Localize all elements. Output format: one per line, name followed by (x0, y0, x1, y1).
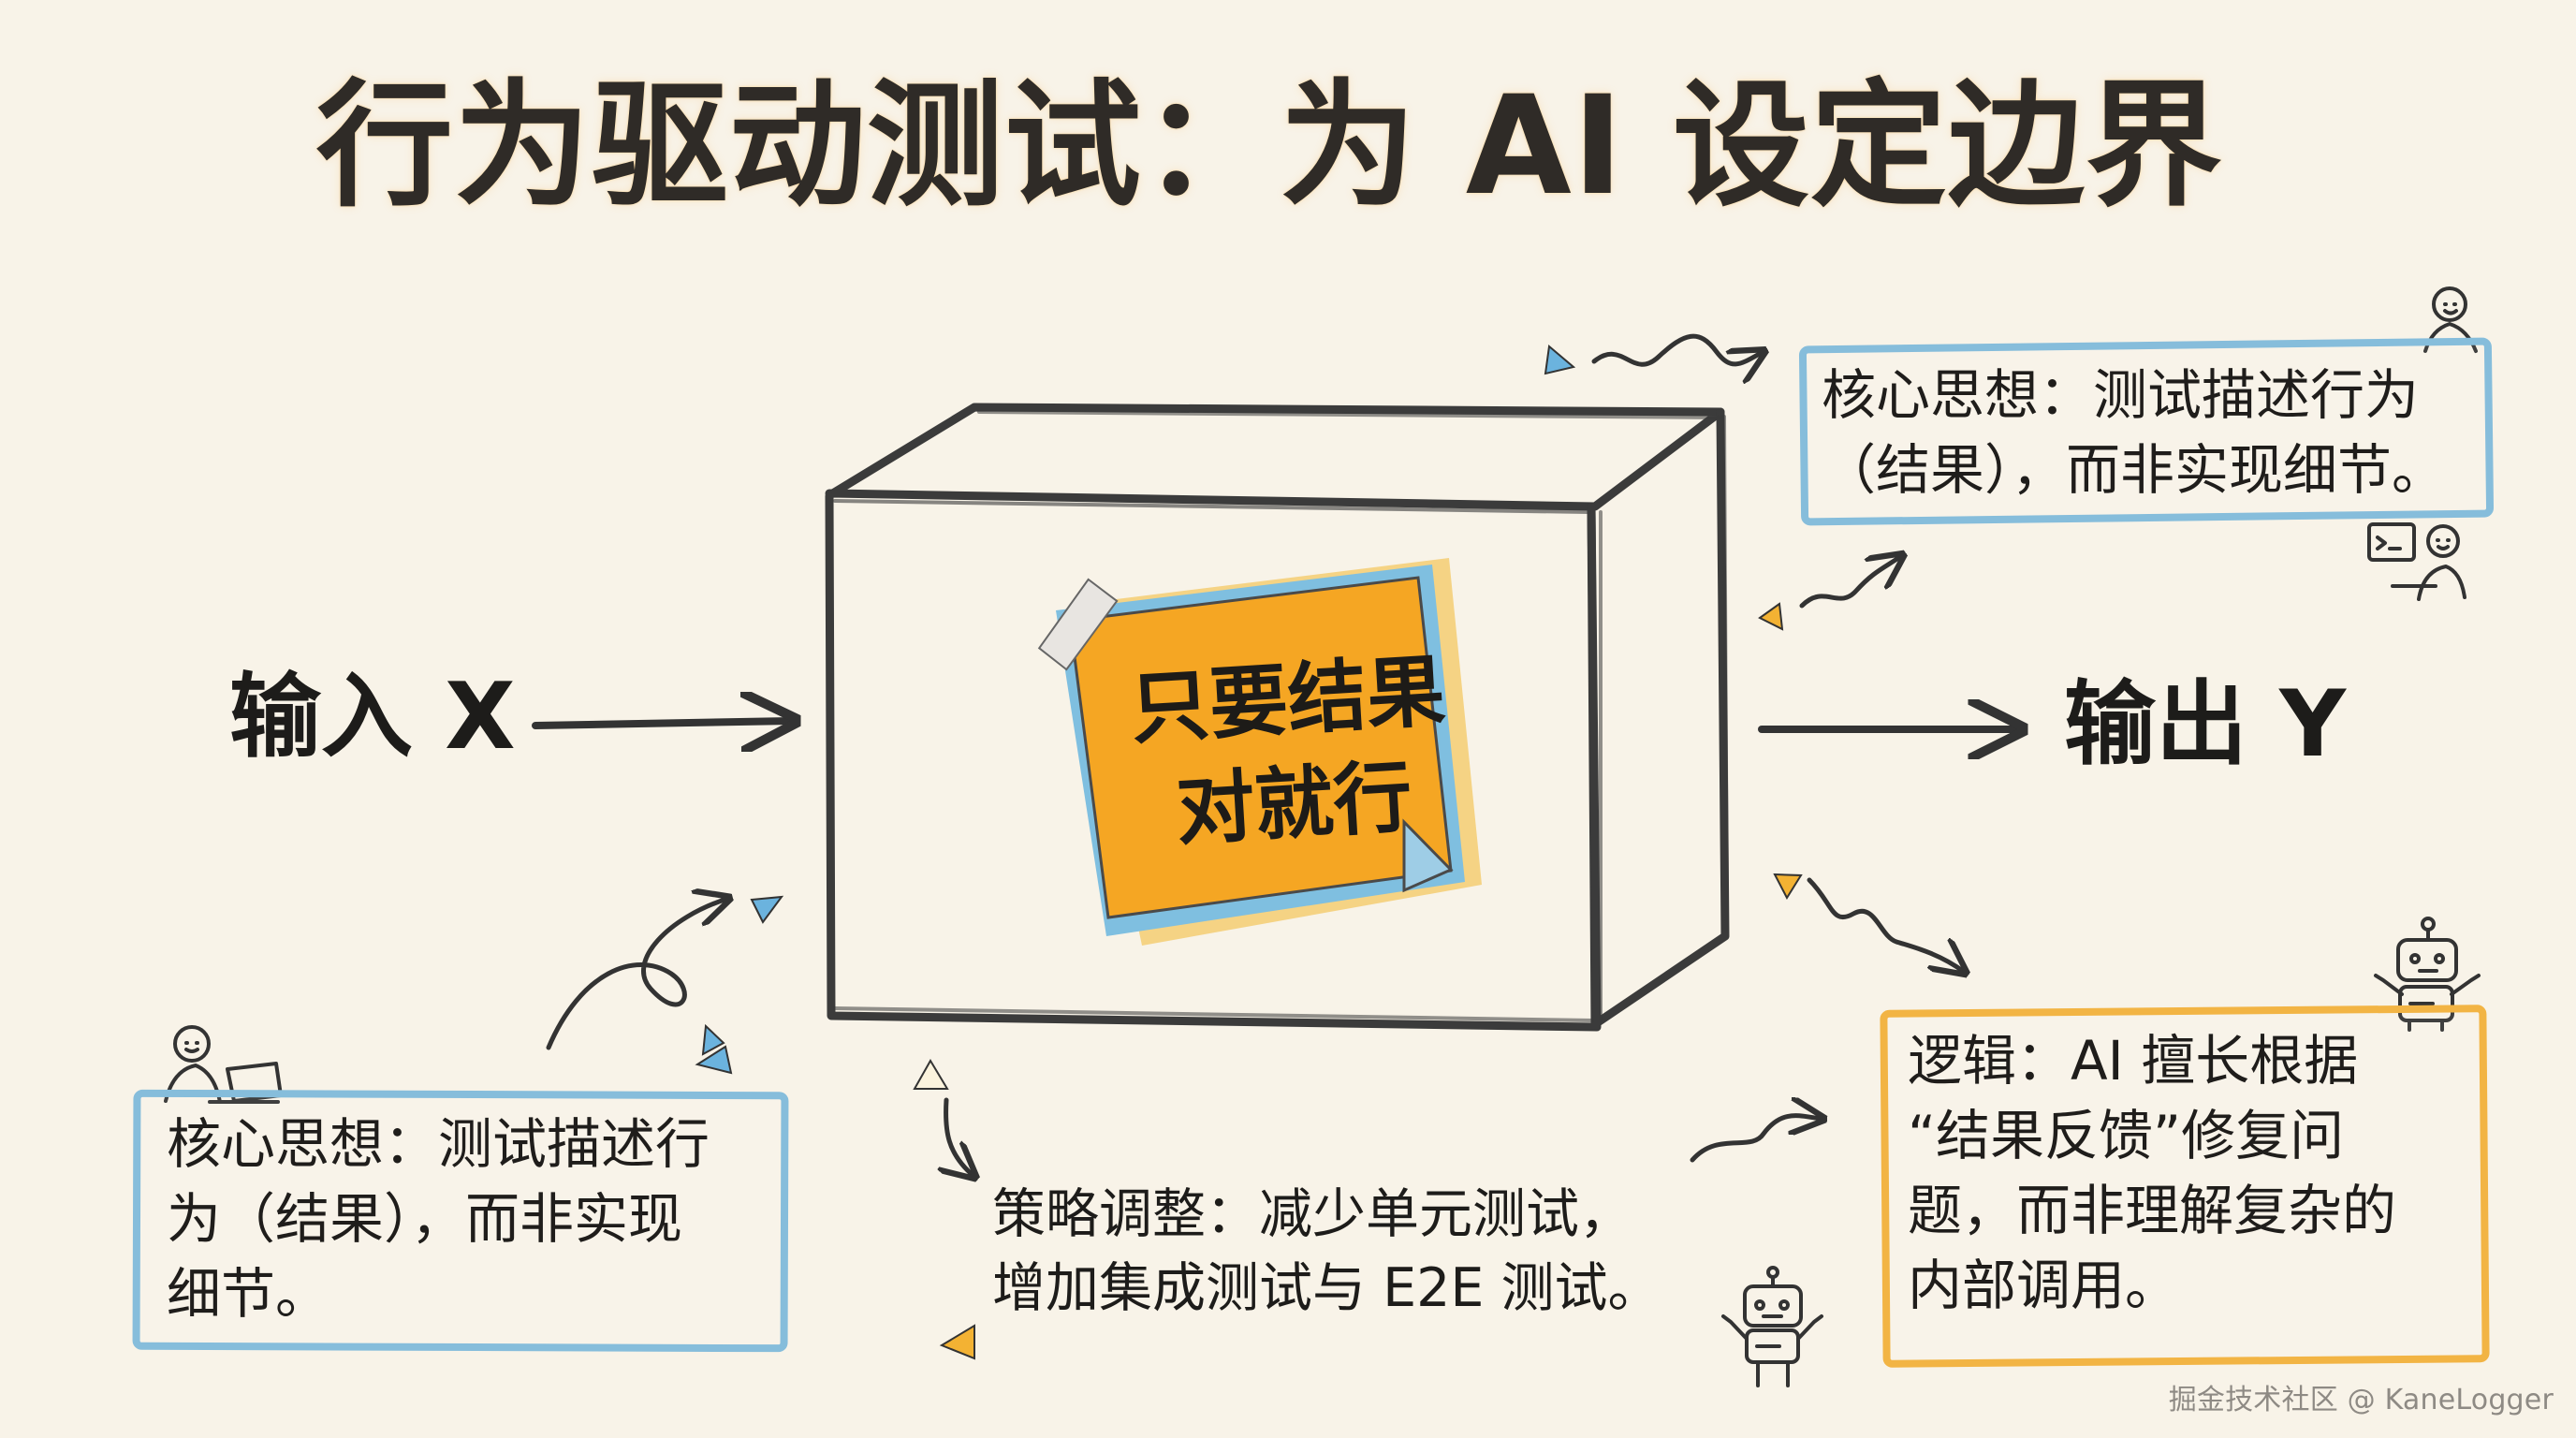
box-outline (825, 403, 1730, 1032)
robot-icon (2374, 917, 2481, 1032)
credit-text: 掘金技术社区 @ KaneLogger (2168, 1384, 2554, 1416)
bottom-left-note-text: 核心思想：测试描述行 为（结果），而非实现 细节。 (167, 1112, 710, 1327)
robot-icon (1721, 1266, 1823, 1387)
person-with-laptop-icon (164, 1025, 283, 1104)
decorative-triangles (695, 345, 1803, 1360)
page-title: 行为驱动测试：为 AI 设定边界 (316, 66, 2223, 226)
top-right-note-text: 核心思想：测试描述行为 （结果），而非实现细节。 (1822, 363, 2447, 503)
person-at-computer-icon (2367, 522, 2466, 601)
sticky-note (1037, 558, 1482, 946)
io-arrows (532, 721, 2019, 729)
strategy-text: 策略调整：减少单元测试， 增加集成测试与 E2E 测试。 (992, 1183, 1661, 1319)
bottom-right-note-text: 逻辑：AI 擅长根据 “结果反馈”修复问 题，而非理解复杂的 内部调用。 (1908, 1029, 2397, 1318)
person-icon (2423, 286, 2478, 353)
output-label: 输出 Y (2064, 671, 2347, 778)
input-label: 输入 X (229, 664, 516, 770)
decorative-wave-arrows (546, 333, 1964, 1176)
sticky-note-text: 只要结果 对就行 (1128, 644, 1448, 857)
